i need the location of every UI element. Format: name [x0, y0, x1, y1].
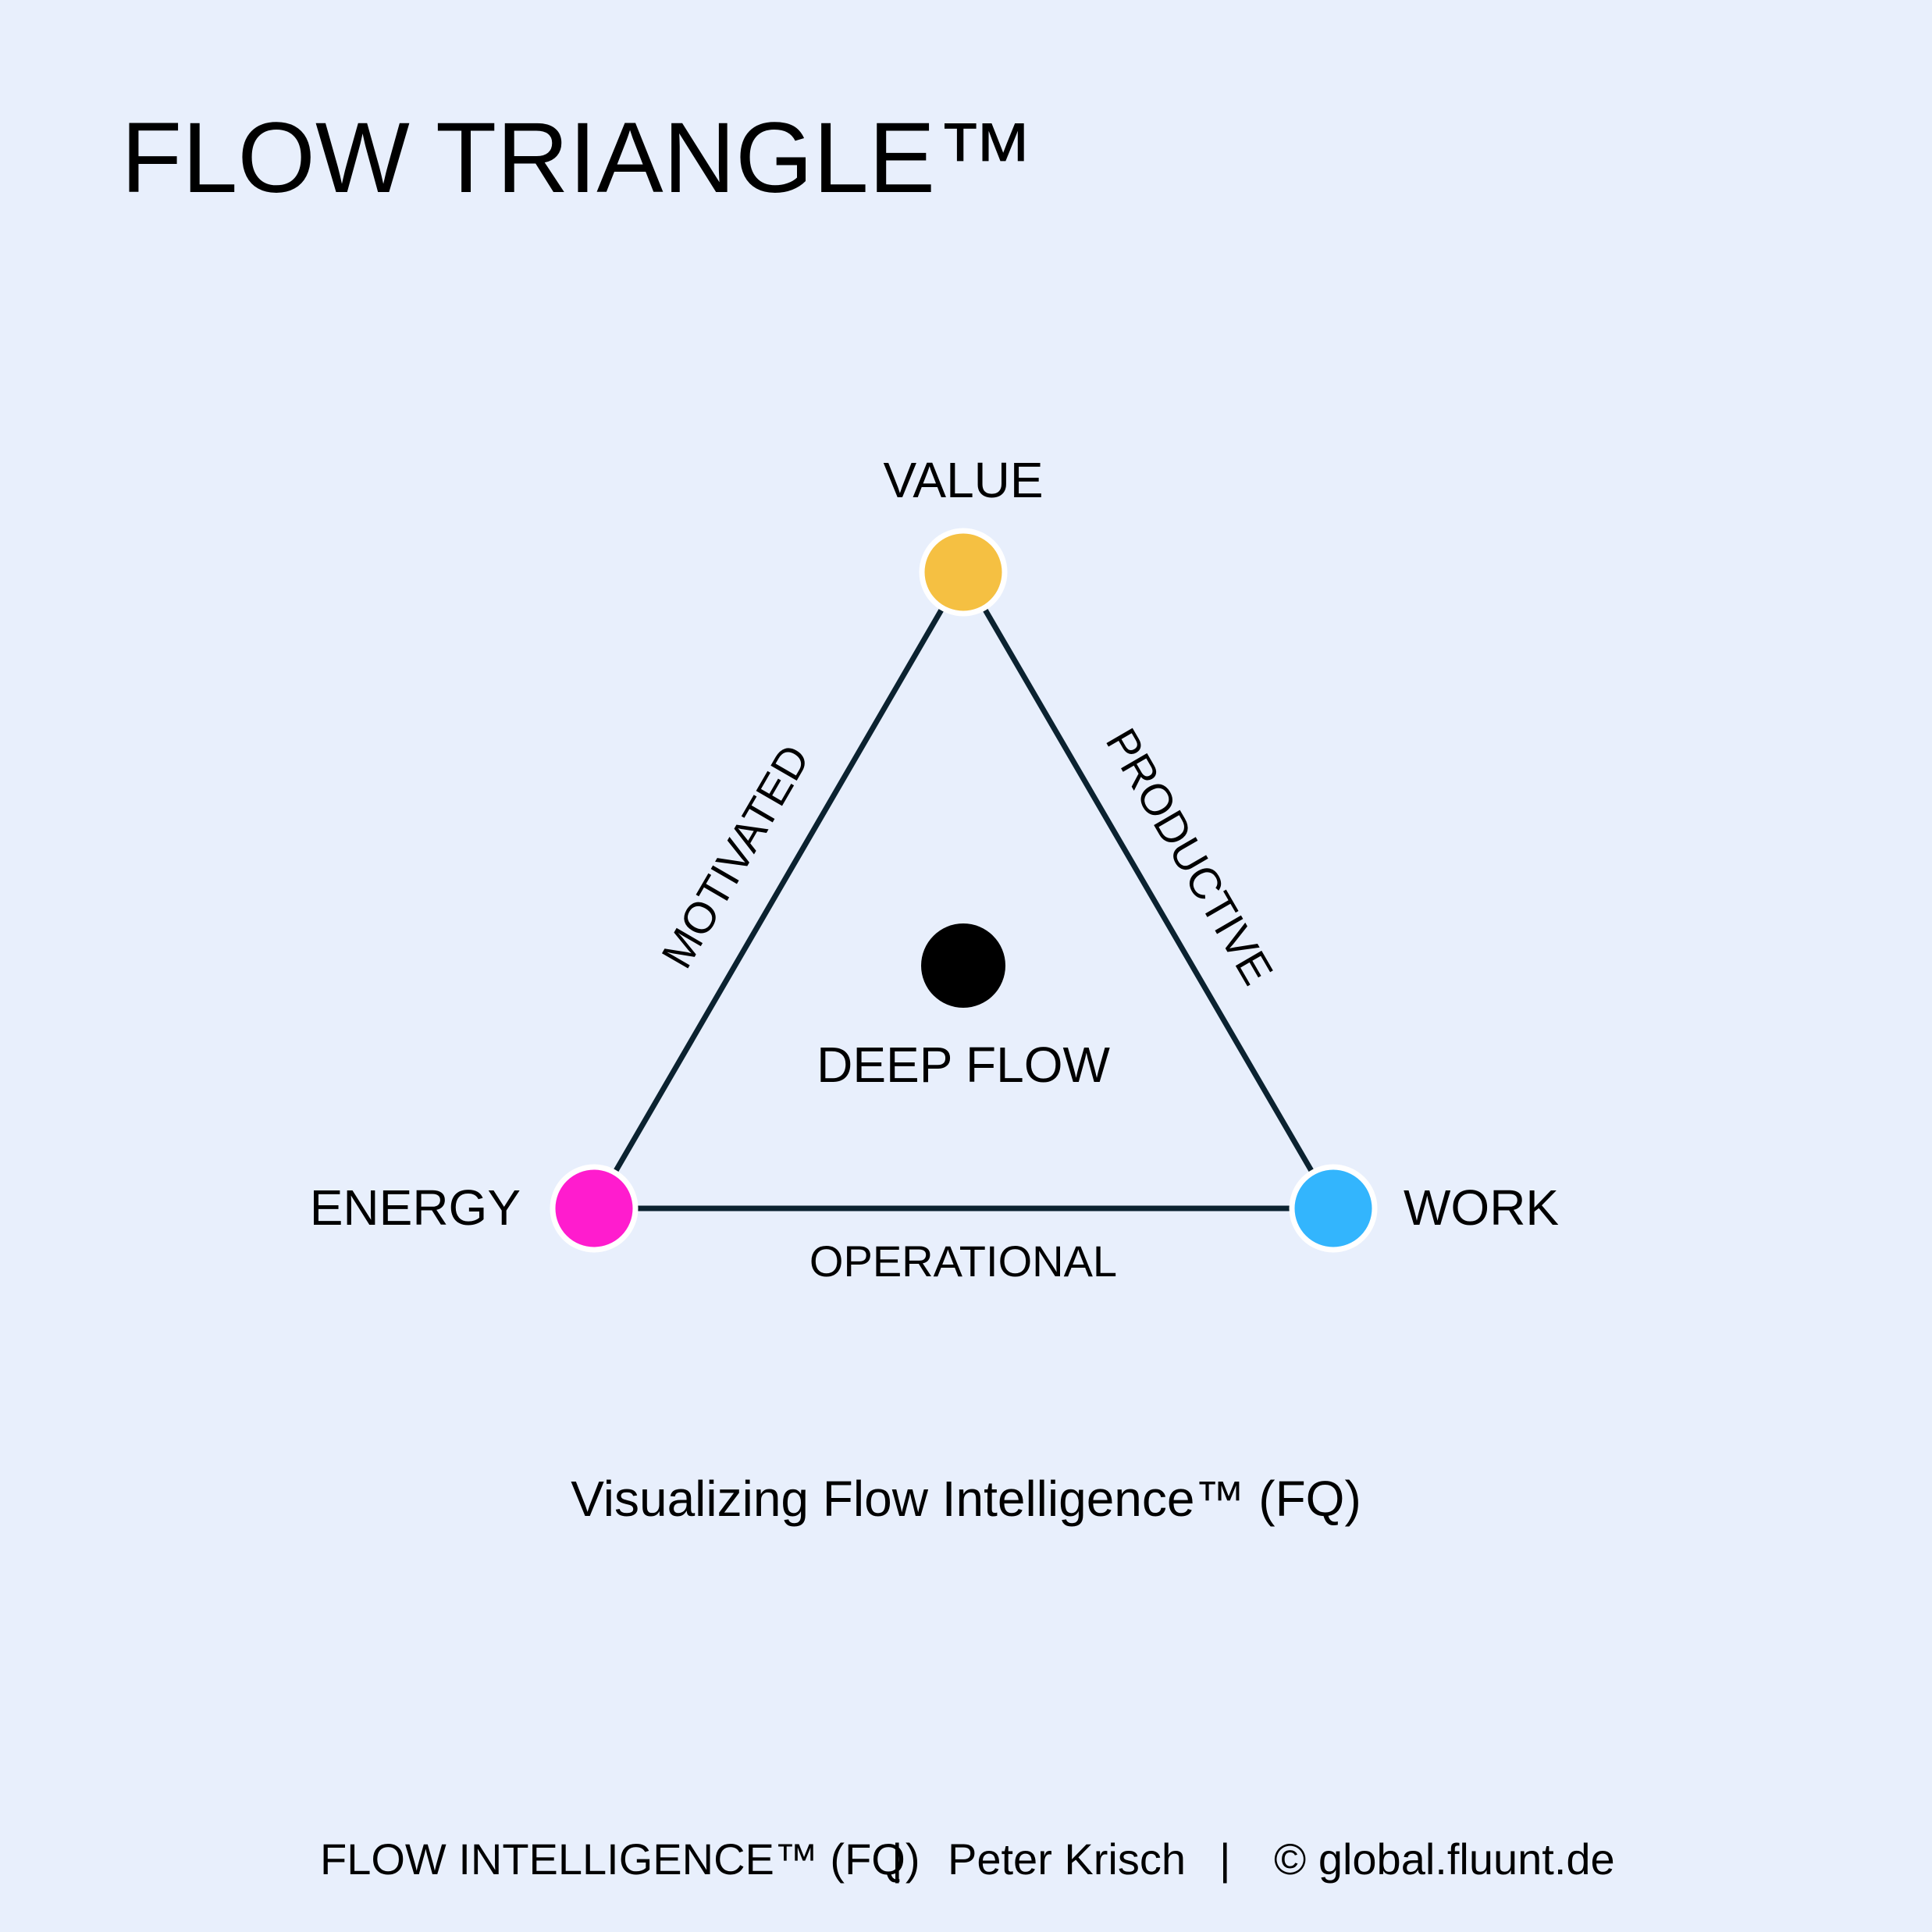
edge-motivated: [591, 571, 966, 1210]
subtitle: Visualizing Flow Intelligence™ (FQ): [571, 1471, 1361, 1527]
center-label-deep-flow: DEEP FLOW: [817, 1037, 1110, 1093]
node-label-work: WORK: [1404, 1179, 1559, 1236]
edge-label-operational: OPERATIONAL: [809, 1236, 1117, 1286]
footer-author: Peter Krisch: [948, 1834, 1186, 1884]
node-label-value: VALUE: [883, 452, 1043, 508]
deep-flow-dot: [921, 923, 1005, 1008]
edge-productive: [960, 571, 1336, 1210]
page-title: FLOW TRIANGLE™: [121, 102, 1036, 214]
footer-separator: |: [891, 1834, 903, 1884]
footer-copyright: © global.fluunt.de: [1274, 1834, 1615, 1884]
node-value: [919, 528, 1008, 617]
footer: FLOW INTELLIGENCE™ (FQ) | Peter Krisch |…: [0, 1836, 1932, 1883]
edge-label-motivated: MOTIVATED: [652, 736, 819, 976]
edge-label-productive: PRODUCTIVE: [1097, 720, 1283, 992]
node-label-energy: ENERGY: [310, 1179, 521, 1236]
node-energy: [550, 1164, 639, 1253]
node-work: [1289, 1164, 1378, 1253]
footer-separator: |: [1219, 1834, 1231, 1884]
footer-brand: FLOW INTELLIGENCE™ (FQ): [320, 1834, 920, 1884]
